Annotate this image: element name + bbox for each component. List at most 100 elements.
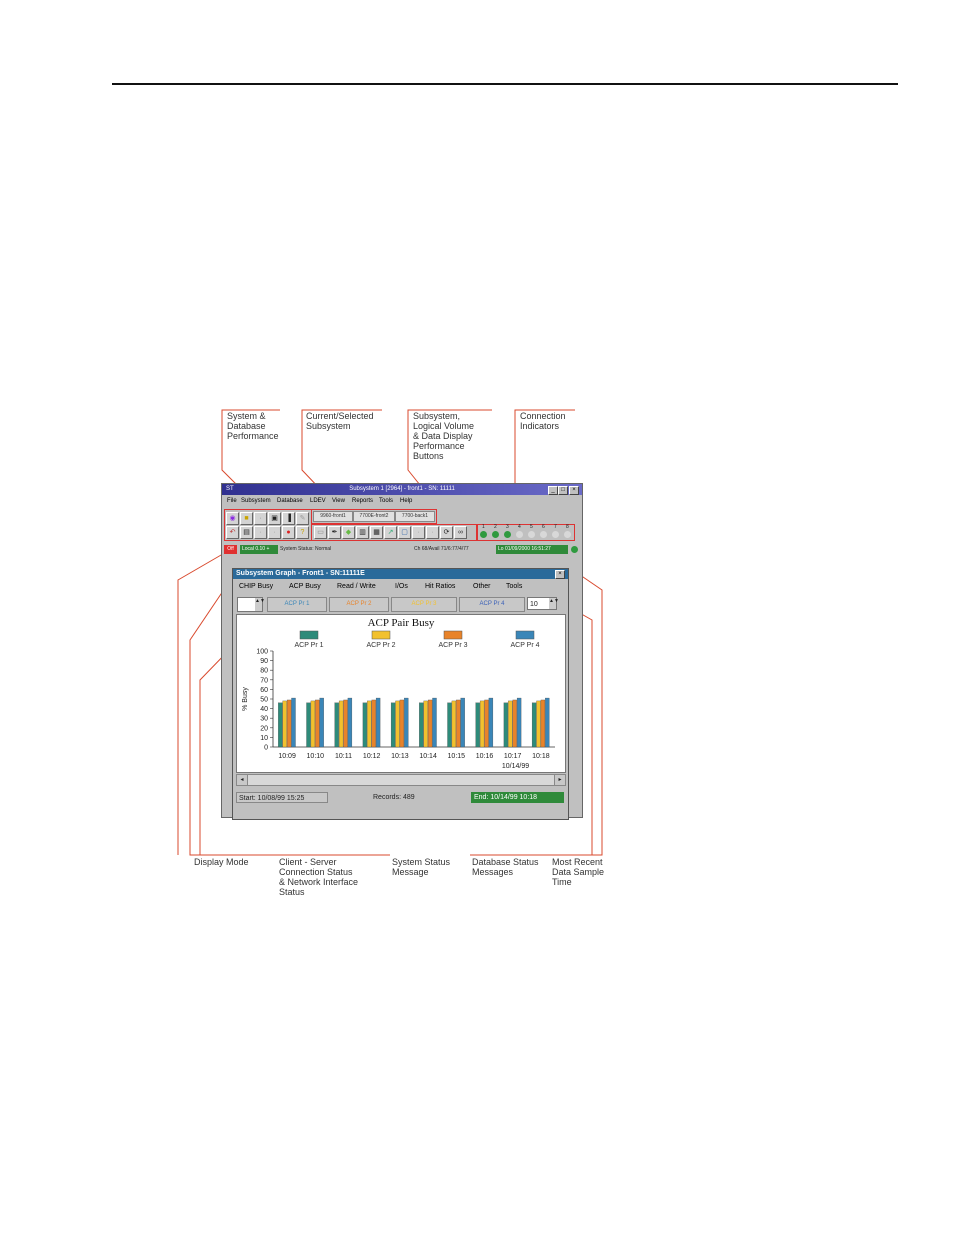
pair-tab-3[interactable]: ACP Pr 3 bbox=[391, 597, 457, 612]
app-menubar: File Subsystem Database LDEV View Report… bbox=[222, 496, 582, 506]
refresh-icon[interactable]: ⟳ bbox=[440, 526, 453, 539]
x-tick-label: 10:13 bbox=[391, 753, 409, 760]
bar-10:09-acp-pr-2 bbox=[282, 700, 287, 748]
bar-10:17-acp-pr-1 bbox=[503, 702, 509, 748]
connection-indicators-box bbox=[477, 524, 575, 541]
graph-icon[interactable]: ↗ bbox=[384, 526, 397, 539]
bar-10:11-acp-pr-4 bbox=[347, 697, 353, 748]
graph-menu-other[interactable]: Other bbox=[473, 583, 491, 590]
y-tick-label: 40 bbox=[260, 706, 268, 713]
bar-10:18-acp-pr-3 bbox=[540, 699, 546, 748]
y-tick-label: 90 bbox=[260, 658, 268, 665]
graph-menu-chip-busy[interactable]: CHIP Busy bbox=[239, 583, 274, 590]
connection-indicator-4 bbox=[516, 531, 523, 538]
end-time: End: 10/14/99 10:18 bbox=[471, 792, 564, 803]
menu-database[interactable]: Database bbox=[277, 498, 303, 504]
x-tick-label: 10:12 bbox=[363, 753, 381, 760]
subsystem-tab-3[interactable]: 7700-back1 bbox=[395, 511, 435, 522]
y-tick-label: 60 bbox=[260, 687, 268, 694]
menu-subsystem[interactable]: Subsystem bbox=[241, 498, 271, 504]
volume-icon[interactable]: ◆ bbox=[342, 526, 355, 539]
scroll-right-icon[interactable]: ▸ bbox=[554, 775, 565, 785]
database-icon[interactable]: ■ bbox=[240, 512, 253, 525]
x-tick-label: 10:11 bbox=[335, 753, 352, 760]
minimize-button[interactable]: _ bbox=[548, 486, 558, 495]
conn-num-8: 8 bbox=[566, 524, 569, 530]
disabled-icon-2[interactable]: · bbox=[254, 526, 267, 539]
bar-10:16-acp-pr-2 bbox=[479, 700, 485, 748]
pair-tab-2[interactable]: ACP Pr 2 bbox=[329, 597, 389, 612]
bar-10:15-acp-pr-4 bbox=[460, 697, 465, 748]
y-tick-label: 100 bbox=[256, 649, 268, 656]
bar-10:13-acp-pr-1 bbox=[390, 702, 396, 748]
graph-window-title: Subsystem Graph - Front1 - SN:11111E bbox=[233, 569, 568, 579]
export-icon[interactable]: ▐ bbox=[282, 512, 295, 525]
close-button[interactable]: × bbox=[569, 486, 579, 495]
back-icon[interactable]: ↶ bbox=[226, 526, 239, 539]
callout-client-server-status: Client - Server Connection Status & Netw… bbox=[279, 857, 359, 897]
menu-ldev[interactable]: LDEV bbox=[310, 498, 326, 504]
legend-swatch-2 bbox=[371, 630, 391, 640]
disk-icon[interactable]: ▥ bbox=[356, 526, 369, 539]
subsystem-icon[interactable]: ▭ bbox=[314, 526, 327, 539]
monitor-icon[interactable]: ▢ bbox=[398, 526, 411, 539]
callout-most-recent-sample: Most Recent Data Sample Time bbox=[552, 857, 605, 887]
binoculars-icon[interactable]: ∞ bbox=[454, 526, 467, 539]
y-tick-label: 80 bbox=[260, 668, 268, 675]
bar-10:16-acp-pr-1 bbox=[475, 702, 480, 748]
menu-tools[interactable]: Tools bbox=[379, 498, 394, 504]
y-tick-label: 30 bbox=[260, 716, 268, 723]
menu-reports[interactable]: Reports bbox=[352, 498, 374, 504]
subsystem-tab-1[interactable]: 9960-front1 bbox=[313, 511, 353, 522]
callout-display-mode: Display Mode bbox=[194, 857, 249, 867]
bar-10:15-acp-pr-1 bbox=[447, 702, 452, 748]
help-icon[interactable]: ? bbox=[296, 526, 309, 539]
subsystem-tab-2[interactable]: 7700E-front2 bbox=[353, 511, 395, 522]
menu-help[interactable]: Help bbox=[400, 498, 413, 504]
graph-menu-hit-ratios[interactable]: Hit Ratios bbox=[425, 583, 456, 590]
disabled-icon-4[interactable]: · bbox=[412, 526, 425, 539]
menu-view[interactable]: View bbox=[332, 498, 345, 504]
graph-menu-ios[interactable]: I/Os bbox=[395, 583, 408, 590]
pair-tab-4[interactable]: ACP Pr 4 bbox=[459, 597, 525, 612]
stop-icon[interactable]: ● bbox=[282, 526, 295, 539]
graph-menu-acp-busy[interactable]: ACP Busy bbox=[289, 583, 321, 590]
pen-icon[interactable]: ✒ bbox=[328, 526, 341, 539]
graph-menu-read-write[interactable]: Read / Write bbox=[337, 583, 376, 590]
system-perf-icon[interactable]: ◉ bbox=[226, 512, 239, 525]
spinner-arrows-icon[interactable]: ▲▼ bbox=[255, 598, 265, 611]
window-title: Subsystem 1 [2964] - front1 - SN: 11111 bbox=[349, 486, 455, 492]
table-icon[interactable]: ▦ bbox=[370, 526, 383, 539]
x-tick-label: 10:15 bbox=[448, 753, 466, 760]
scroll-left-icon[interactable]: ◂ bbox=[237, 775, 248, 785]
pair-tab-1[interactable]: ACP Pr 1 bbox=[267, 597, 327, 612]
chart-title: ACP Pair Busy bbox=[368, 617, 435, 629]
graph-close-button[interactable]: × bbox=[555, 570, 565, 579]
printer-icon[interactable]: ▣ bbox=[268, 512, 281, 525]
system-status-message: System Status: Normal bbox=[280, 546, 332, 552]
menu-file[interactable]: File bbox=[227, 498, 237, 504]
disabled-icon-5[interactable]: · bbox=[426, 526, 439, 539]
callout-database-status-messages: Database Status Messages bbox=[472, 857, 539, 877]
connection-indicator-5 bbox=[528, 531, 535, 538]
pencil-icon[interactable]: ✎ bbox=[296, 512, 309, 525]
interval-value: 10 bbox=[530, 601, 538, 608]
x-date-label: 10/14/99 bbox=[502, 763, 529, 770]
bar-10:11-acp-pr-2 bbox=[338, 700, 344, 748]
save-icon[interactable]: ▤ bbox=[240, 526, 253, 539]
app-label: ST bbox=[226, 486, 234, 492]
graph-menu-tools[interactable]: Tools bbox=[506, 583, 523, 590]
maximize-button[interactable]: □ bbox=[558, 486, 568, 495]
interval-spinner[interactable]: 10 ▲▼ bbox=[527, 597, 559, 610]
bar-10:15-acp-pr-3 bbox=[456, 699, 461, 748]
bar-10:12-acp-pr-1 bbox=[362, 702, 368, 748]
disabled-icon-3[interactable]: · bbox=[268, 526, 281, 539]
pair-spinner[interactable]: ▲▼ bbox=[237, 597, 265, 612]
y-tick-label: 50 bbox=[260, 697, 268, 704]
bar-10:18-acp-pr-1 bbox=[531, 702, 537, 748]
display-mode-indicator[interactable]: Off bbox=[224, 545, 237, 554]
disabled-icon-1[interactable]: · bbox=[254, 512, 267, 525]
horizontal-scrollbar[interactable]: ◂ ▸ bbox=[236, 774, 566, 786]
interval-arrows-icon[interactable]: ▲▼ bbox=[549, 598, 559, 609]
